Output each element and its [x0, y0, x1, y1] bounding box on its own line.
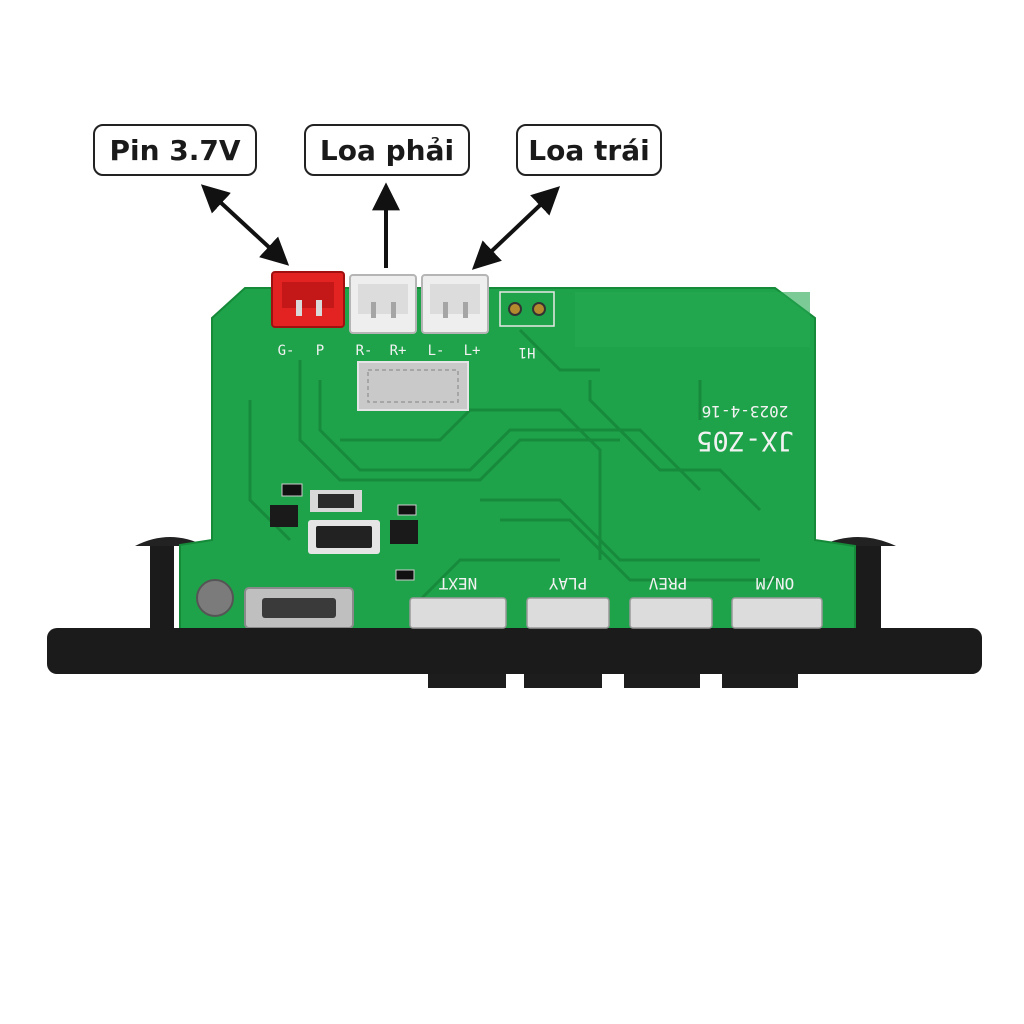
pin-label-r-minus: R-	[356, 343, 373, 359]
resistor-r2	[397, 504, 417, 516]
battery-arrow	[200, 184, 290, 266]
pin-label-g-minus: G-	[278, 343, 295, 359]
prev-button[interactable]: PREV	[624, 574, 713, 688]
small-chip	[310, 490, 362, 512]
right-bracket	[820, 537, 896, 630]
pin-labels: G- P R- R+ L- L+	[278, 343, 481, 359]
transistor-q1	[270, 505, 298, 527]
battery-callout: Pin 3.7V	[93, 124, 257, 176]
pin-label-l-plus: L+	[464, 343, 481, 359]
battery-connector	[271, 271, 345, 328]
prev-button-label: PREV	[648, 574, 687, 593]
microphone	[196, 579, 234, 617]
board-model-label: JX-Z05	[696, 425, 794, 456]
on-mode-button-label: ON/M	[756, 574, 795, 593]
left-speaker-connector	[421, 274, 489, 334]
antenna-area	[575, 292, 810, 347]
pin-label-r-plus: R+	[390, 343, 407, 359]
right-speaker-callout-label: Loa phải	[319, 133, 455, 167]
left-speaker-callout: Loa trái	[516, 124, 662, 176]
ic-chip	[308, 520, 380, 554]
left-bracket	[135, 537, 205, 630]
play-button[interactable]: PLAY	[524, 574, 610, 688]
pcb-traces	[248, 328, 780, 602]
right-speaker-connector	[349, 274, 417, 334]
left-speaker-arrow	[471, 186, 561, 270]
next-button[interactable]: NEXT	[409, 574, 507, 688]
header-h1-label: H1	[519, 344, 536, 360]
battery-callout-label: Pin 3.7V	[109, 133, 241, 167]
transistor-q2	[390, 520, 418, 544]
resistor-r3	[395, 569, 415, 581]
right-speaker-callout: Loa phải	[304, 124, 470, 176]
front-bezel	[47, 628, 982, 674]
left-speaker-callout-label: Loa trái	[528, 133, 650, 167]
board-date-label: 2023-4-16	[702, 402, 789, 421]
next-button-label: NEXT	[438, 574, 477, 593]
pin-label-l-minus: L-	[428, 343, 445, 359]
sd-card-footprint	[357, 361, 469, 411]
on-mode-button[interactable]: ON/M	[722, 574, 823, 688]
pin-label-p: P	[316, 343, 324, 359]
resistor-r1	[281, 483, 303, 497]
usb-port	[244, 587, 354, 629]
header-h1: H1	[499, 291, 555, 360]
play-button-label: PLAY	[548, 574, 587, 593]
